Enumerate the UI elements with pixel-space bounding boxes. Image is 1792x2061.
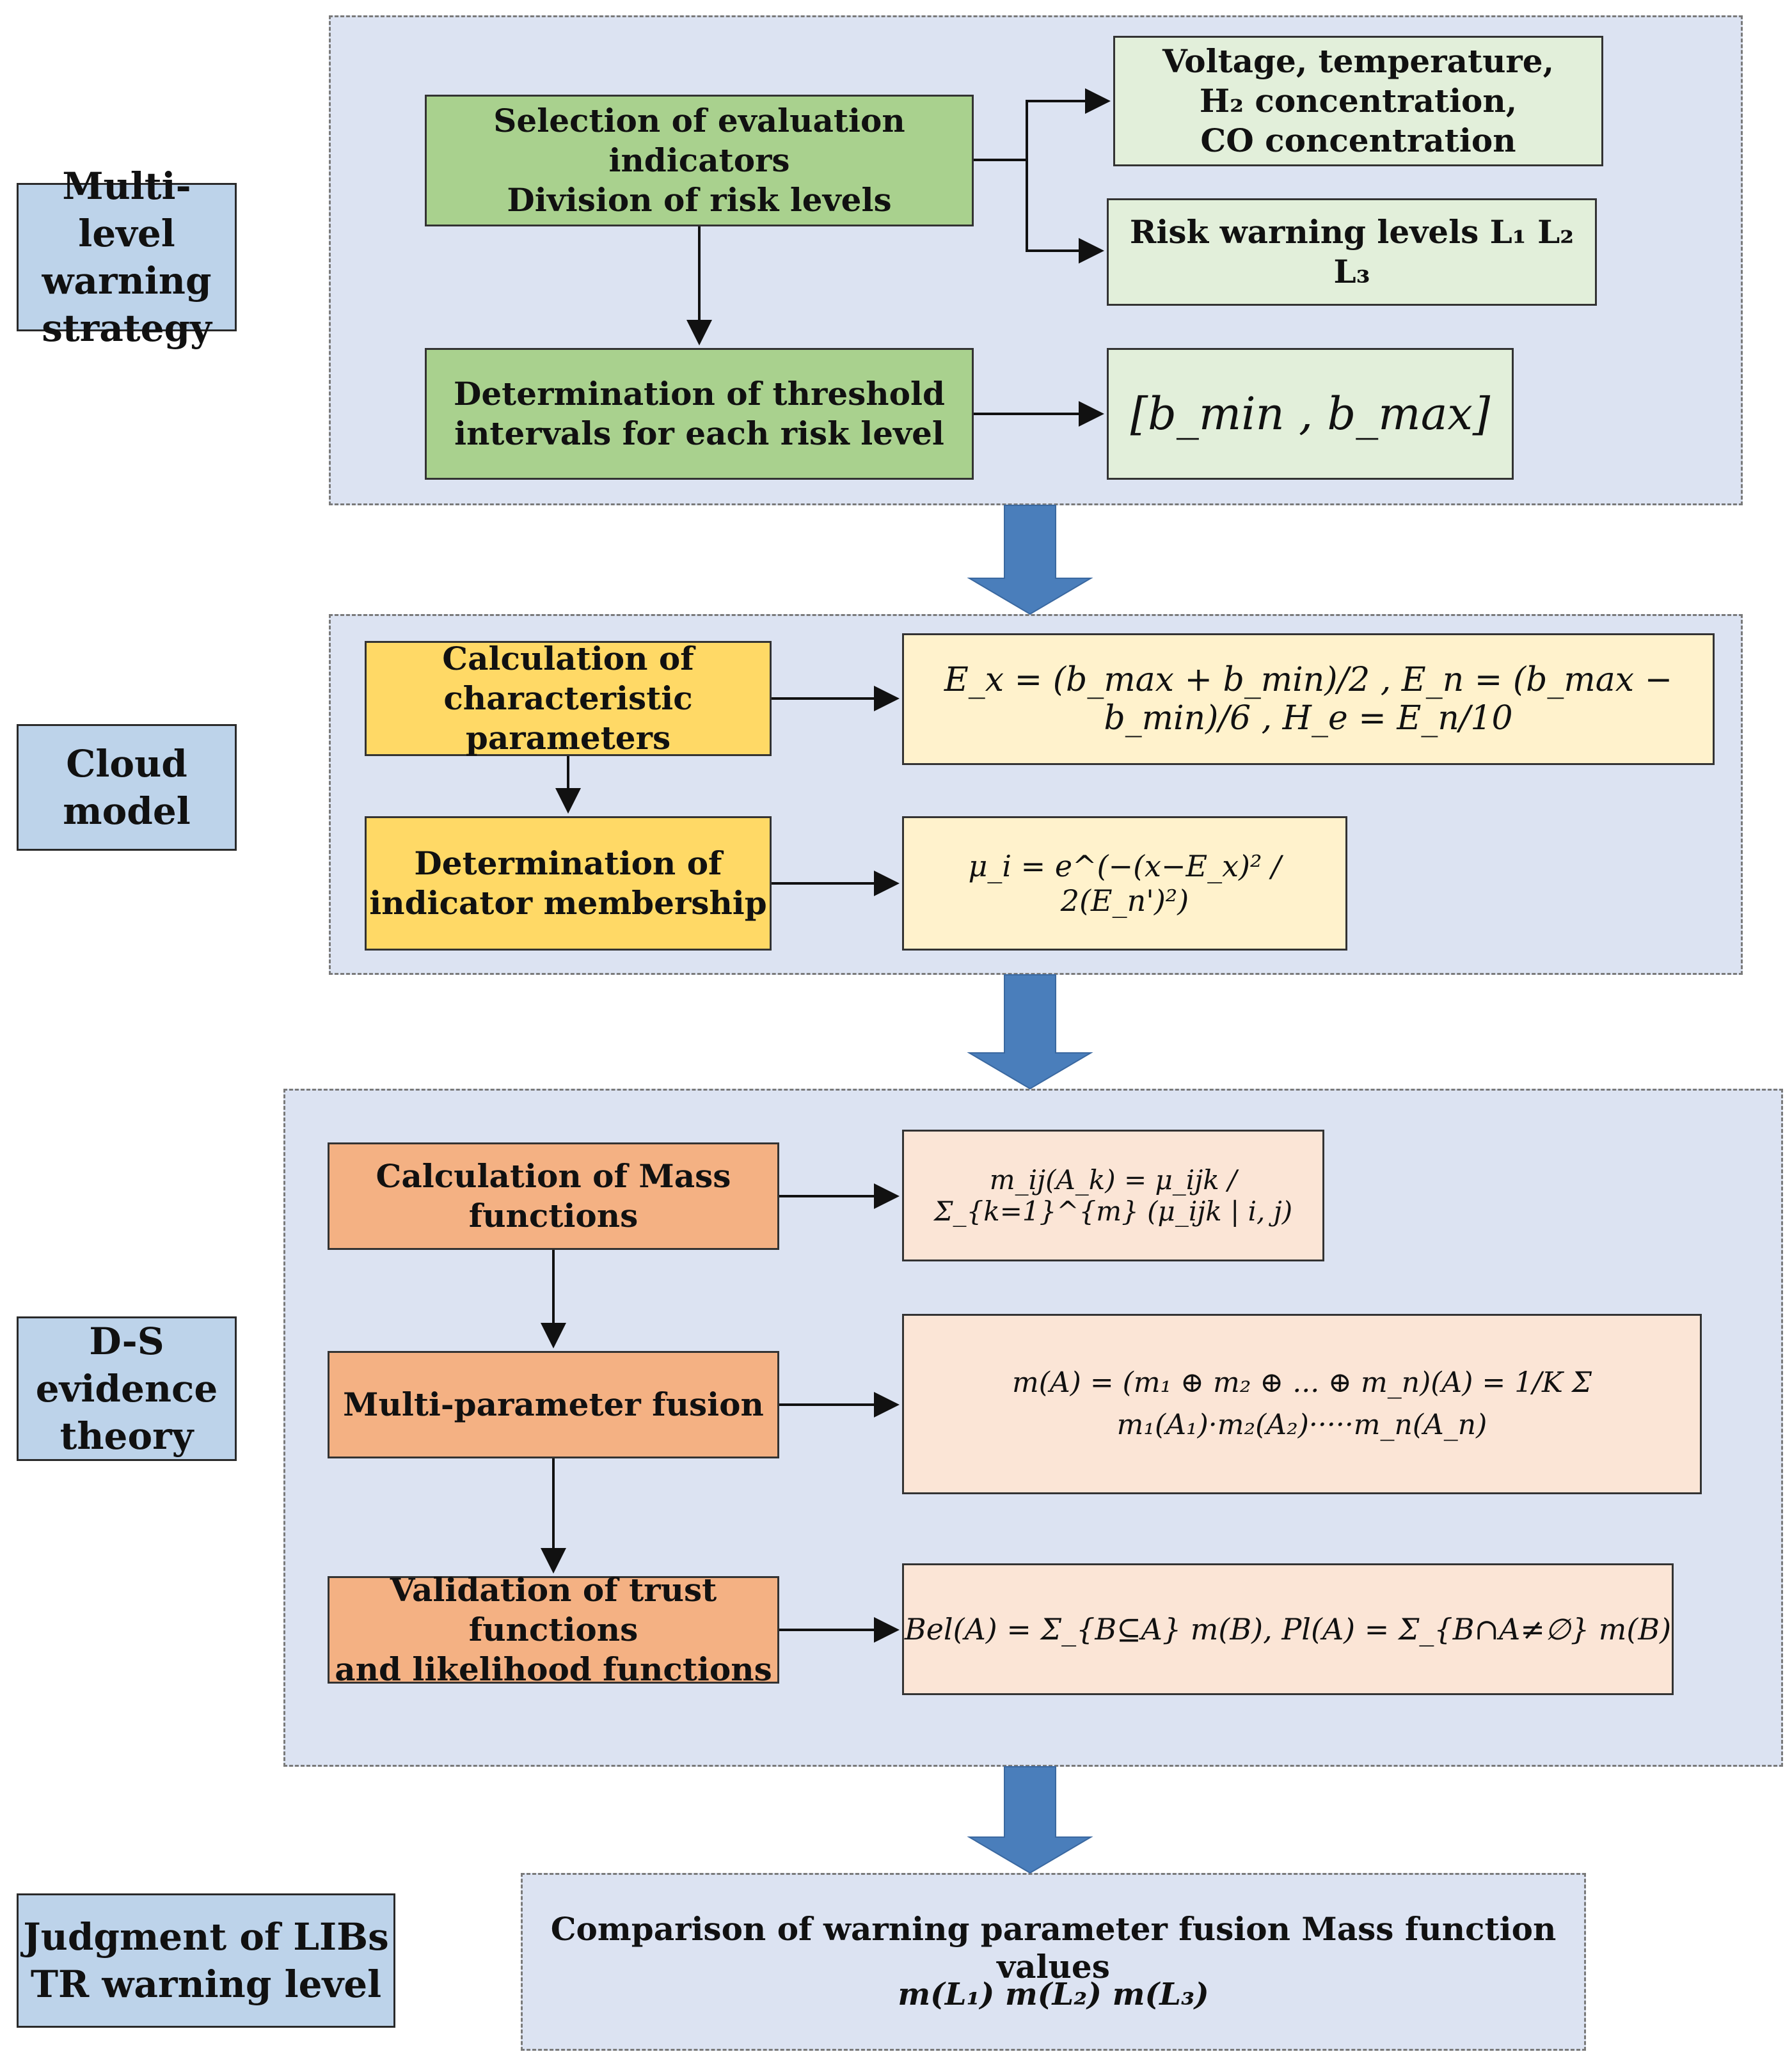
- membership-formula-box: μ_i = e^(−(x−E_x)² / 2(E_n')²): [902, 816, 1347, 951]
- comparison-text: Comparison of warning parameter fusion M…: [550, 1910, 1557, 1986]
- fusion-formula-box: m(A) = (m₁ ⊕ m₂ ⊕ ... ⊕ m_n)(A) = 1/K Σ …: [902, 1314, 1702, 1494]
- interval-formula-box: [b_min , b_max]: [1107, 348, 1514, 480]
- arrow-selection-to-levels: [1026, 160, 1104, 264]
- threshold-box: Determination of threshold intervals for…: [425, 348, 974, 480]
- arrow-selection-to-indicators: [974, 88, 1111, 161]
- validation-formula-box: Bel(A) = Σ_{B⊆A} m(B), Pl(A) = Σ_{B∩A≠∅}…: [902, 1563, 1674, 1695]
- indicators-box: Voltage, temperature, H₂ concentration, …: [1113, 36, 1603, 166]
- section-label-cloud: Cloud model: [17, 724, 237, 851]
- flow-arrow-2: [967, 974, 1093, 1090]
- calc-formula: E_x = (b_max + b_min)/2 , E_n = (b_max −…: [944, 661, 1673, 738]
- fusion-box: Multi-parameter fusion: [328, 1351, 779, 1458]
- fusion-formula: m(A) = (m₁ ⊕ m₂ ⊕ ... ⊕ m_n)(A) = 1/K Σ …: [1012, 1366, 1592, 1441]
- result-panel: [521, 1873, 1586, 2051]
- section-label-judgment: Judgment of LIBs TR warning level: [17, 1893, 395, 2028]
- validation-box: Validation of trust functions and likeli…: [328, 1571, 779, 1688]
- interval-formula: [b_min , b_max]: [1130, 388, 1491, 440]
- section-label-ds: D-S evidence theory: [17, 1316, 237, 1461]
- membership-formula: μ_i = e^(−(x−E_x)² / 2(E_n')²): [968, 849, 1281, 918]
- flow-arrow-1: [967, 505, 1093, 615]
- mass-functions-box: Calculation of Mass functions: [328, 1142, 779, 1250]
- calc-formula-box: E_x = (b_max + b_min)/2 , E_n = (b_max −…: [902, 633, 1715, 765]
- risk-levels-label: Risk warning levels L₁ L₂ L₃: [1129, 213, 1574, 290]
- risk-levels-box: Risk warning levels L₁ L₂ L₃: [1107, 198, 1597, 306]
- mass-formula: m_ij(A_k) = μ_ijk / Σ_{k=1}^{m} (μ_ijk |…: [933, 1164, 1293, 1227]
- mass-values-text: m(L₁) m(L₂) m(L₃): [898, 1977, 1209, 2012]
- selection-box: Selection of evaluation indicators Divis…: [425, 95, 974, 226]
- validation-formula: Bel(A) = Σ_{B⊆A} m(B), Pl(A) = Σ_{B∩A≠∅}…: [904, 1612, 1672, 1646]
- calc-params-box: Calculation of characteristic parameters: [365, 640, 772, 757]
- flow-arrow-3: [967, 1766, 1093, 1874]
- mass-formula-box: m_ij(A_k) = μ_ijk / Σ_{k=1}^{m} (μ_ijk |…: [902, 1130, 1324, 1261]
- membership-box: Determination of indicator membership: [365, 816, 772, 951]
